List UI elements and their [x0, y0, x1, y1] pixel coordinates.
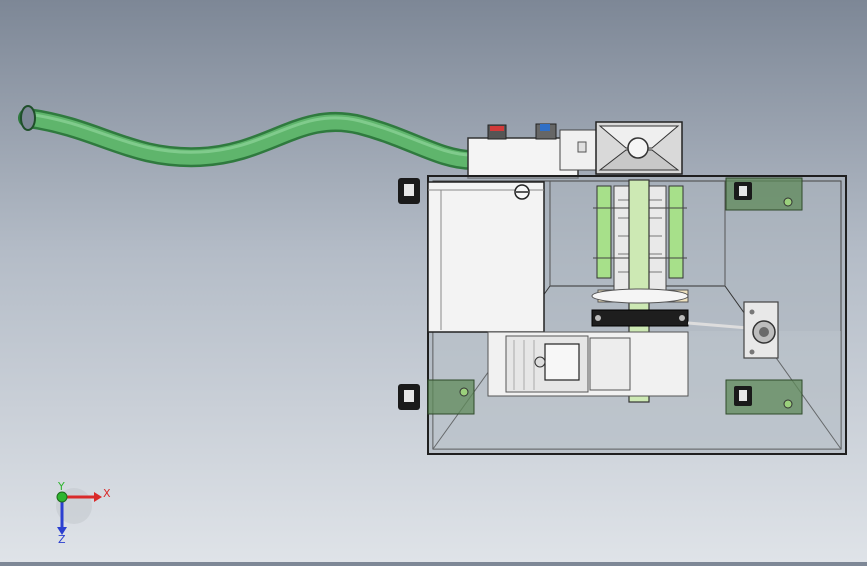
mount-bottom-right[interactable] — [725, 379, 803, 415]
red-button-icon[interactable] — [487, 124, 507, 140]
motor[interactable] — [487, 331, 689, 397]
mount-top-right[interactable] — [725, 177, 803, 211]
fan-housing[interactable] — [595, 121, 683, 175]
reference-triad[interactable] — [56, 488, 102, 535]
triad-z-label: Z — [58, 533, 66, 546]
hose-opening — [20, 105, 36, 131]
mount-top-left[interactable] — [398, 178, 420, 204]
linkage-arm[interactable] — [591, 309, 749, 330]
triad-x-label: X — [103, 487, 111, 500]
electrical-cabinet[interactable] — [427, 181, 545, 333]
blue-button-icon[interactable] — [535, 123, 557, 140]
bearing-bracket[interactable] — [743, 301, 779, 359]
green-hose[interactable] — [18, 105, 482, 170]
control-box[interactable] — [467, 129, 601, 179]
triad-y-label: Y — [58, 480, 65, 493]
mount-bottom-left[interactable] — [398, 379, 475, 415]
